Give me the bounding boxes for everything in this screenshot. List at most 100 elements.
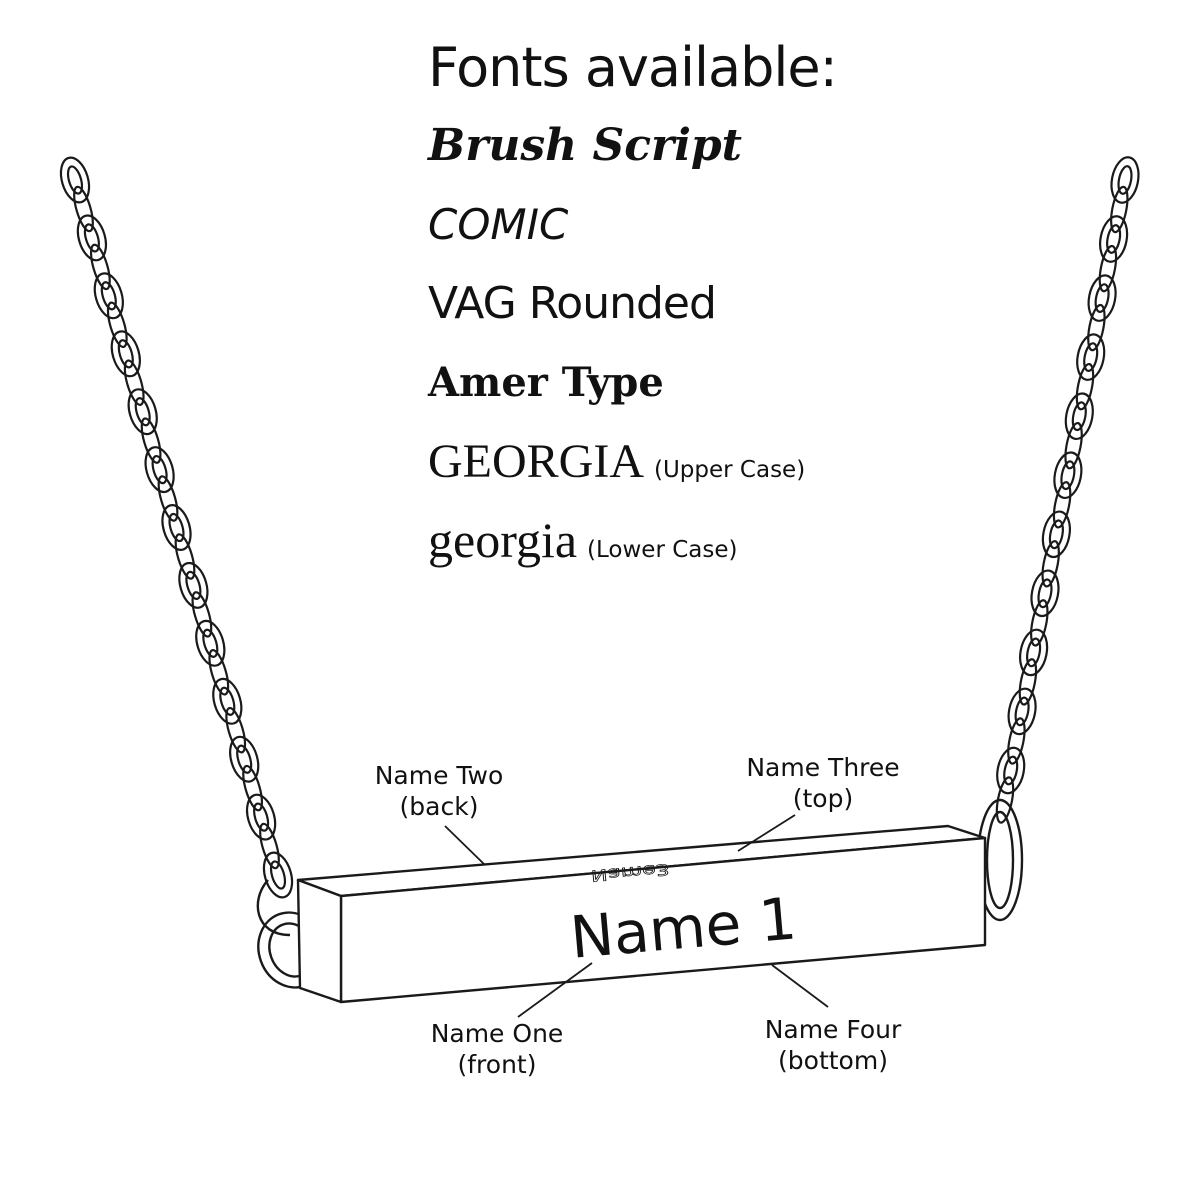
chain-link: [225, 706, 247, 754]
chain-link: [259, 822, 280, 870]
chain-link: [1053, 451, 1083, 500]
callout-name-three-title: Name Three: [746, 753, 900, 782]
chain-link: [73, 185, 94, 233]
chain-link: [59, 156, 91, 204]
lower-case-note: (Lower Case): [587, 537, 738, 563]
font-georgia-lower-sample: georgia: [428, 512, 578, 568]
callout-name-four: Name Four (bottom): [758, 1014, 908, 1076]
chain-link-hole: [219, 686, 236, 716]
chain-link: [191, 591, 213, 638]
chain-link: [93, 272, 124, 320]
chain-link-hole: [117, 339, 134, 369]
chain-link: [245, 793, 277, 841]
callout-name-one: Name One (front): [426, 1018, 568, 1080]
callout-name-one-title: Name One: [430, 1019, 564, 1048]
chain-link-hole: [236, 744, 253, 774]
font-comic: COMIC: [428, 200, 569, 249]
fonts-heading: Fonts available:: [428, 36, 838, 99]
leader-name-three: [737, 814, 796, 852]
chain-link: [127, 388, 158, 436]
callout-leader-lines: [444, 814, 829, 1018]
chain-link-hole: [1106, 224, 1122, 254]
callout-name-two-side: (back): [399, 792, 479, 821]
chain-link: [144, 446, 175, 494]
leader-name-two: [444, 825, 486, 866]
chain-link: [1110, 185, 1129, 234]
bar-pendant: [296, 824, 987, 1004]
chain-link: [229, 735, 260, 783]
chain-link-hole: [185, 570, 202, 601]
upper-case-note: (Upper Case): [653, 457, 806, 483]
left-chain: [59, 156, 294, 899]
chain-link: [262, 851, 294, 899]
chain-link: [161, 504, 192, 551]
chain-link-hole: [1117, 165, 1133, 195]
chain-link: [1110, 156, 1140, 204]
chain-link: [1064, 392, 1094, 441]
chain-link: [1041, 510, 1071, 559]
chain-link: [208, 649, 230, 696]
chain-link: [1076, 333, 1106, 381]
chain-link-hole: [1083, 342, 1099, 372]
font-amer-type: Amer Type: [428, 359, 664, 406]
chain-link-hole: [1003, 755, 1019, 786]
font-georgia-lower: georgia (Lower Case): [428, 501, 1128, 580]
chain-link: [1030, 599, 1049, 647]
right-chain: [995, 156, 1140, 824]
chain-link-hole: [134, 397, 151, 427]
chain-link: [1098, 244, 1118, 293]
chain-link-hole: [151, 454, 168, 485]
chain-link: [1018, 658, 1038, 706]
chain-link-hole: [168, 512, 185, 543]
chain-link-hole: [1037, 578, 1053, 609]
chain-link: [1007, 687, 1037, 736]
chain-link: [1019, 628, 1049, 677]
chain-link: [1041, 540, 1060, 588]
chain-link-hole: [1014, 696, 1030, 727]
chain-link: [123, 359, 145, 406]
chain-link-hole: [269, 860, 287, 890]
chain-link: [1052, 481, 1072, 529]
chain-link-hole: [1026, 637, 1042, 668]
chain-link: [995, 776, 1015, 824]
chain-link: [1087, 303, 1106, 352]
chain-link: [1030, 569, 1060, 618]
chain-link: [1007, 717, 1026, 765]
chain-link-hole: [1048, 519, 1064, 550]
callout-name-three: Name Three (top): [742, 752, 904, 814]
font-vag-rounded: VAG Rounded: [428, 278, 717, 329]
font-georgia-upper-sample: GEORGIA: [428, 435, 644, 488]
chain-link-hole: [100, 281, 117, 311]
chain-link: [1099, 215, 1129, 263]
chain-link: [140, 417, 162, 464]
font-brush-script: Brush Script: [428, 120, 742, 171]
chain-link-hole: [1060, 460, 1076, 491]
chain-link: [106, 301, 128, 349]
chain-link: [1087, 274, 1117, 322]
chain-link-hole: [66, 165, 84, 195]
chain-link-hole: [253, 802, 270, 832]
chain-link-hole: [202, 628, 219, 658]
leader-name-four: [771, 964, 829, 1008]
chain-link: [212, 677, 243, 725]
chain-link: [110, 330, 141, 378]
chain-link: [1064, 421, 1083, 470]
leader-name-one: [517, 962, 593, 1018]
callout-name-two: Name Two (back): [370, 760, 508, 822]
callout-name-three-side: (top): [792, 784, 854, 813]
chain-link-hole: [83, 223, 100, 253]
chain-link: [1075, 362, 1095, 411]
callout-name-four-title: Name Four: [764, 1015, 902, 1044]
chain-link-hole: [1094, 283, 1110, 313]
chain-link: [996, 746, 1026, 795]
chain-link-hole: [1071, 401, 1087, 432]
font-georgia-upper: GEORGIA (Upper Case): [428, 422, 1128, 501]
chain-link: [76, 214, 108, 262]
font-list: Fonts available: Brush Script COMIC VAG …: [428, 30, 1128, 580]
callout-name-four-side: (bottom): [778, 1046, 888, 1075]
chain-link: [178, 561, 209, 609]
chain-link: [195, 619, 226, 667]
chain-link: [157, 475, 179, 522]
chain-link: [89, 243, 111, 291]
